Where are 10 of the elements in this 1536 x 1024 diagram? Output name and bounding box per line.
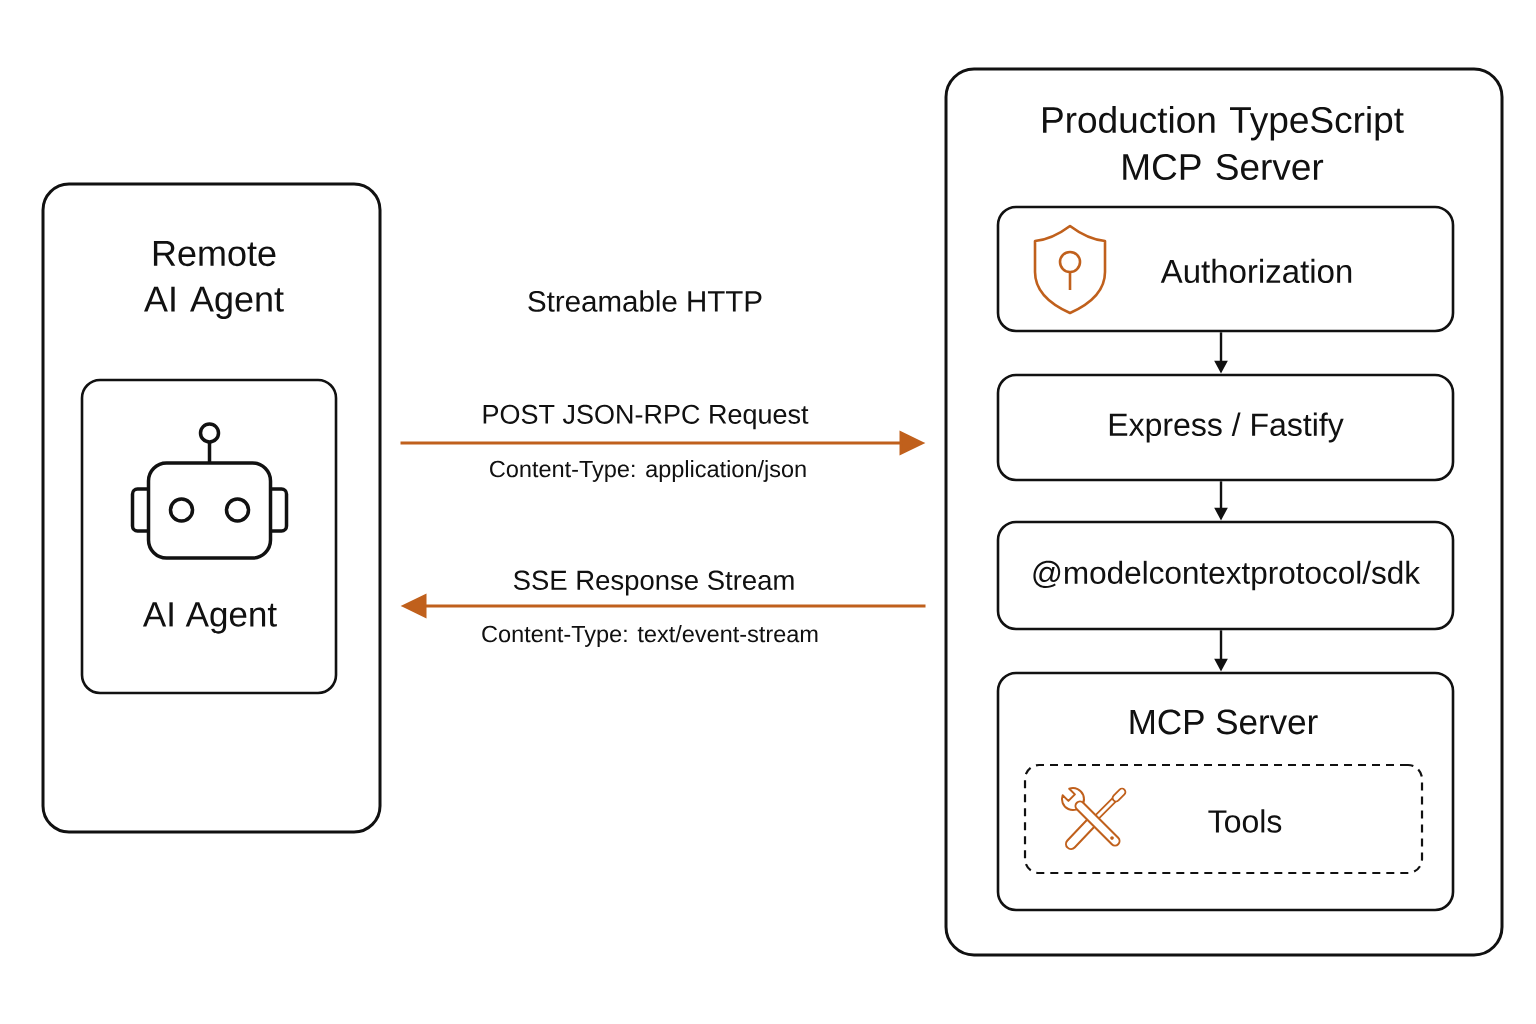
transport-label: Streamable HTTP [528, 290, 762, 312]
layer-box: Express / Fastify [996, 373, 1455, 482]
agent-card: AI Agent [80, 378, 338, 695]
dashed-box: Tools [1023, 763, 1424, 875]
edge-label: SSE Response Stream [510, 568, 798, 598]
layer-box: Authorization [996, 205, 1455, 333]
edge-label: POST JSON-RPC Request [479, 402, 811, 432]
layer-box: @modelcontextprotocol/sdk [996, 520, 1455, 631]
header-note: Content-Type: text/event-stream [482, 625, 818, 647]
header-note: Content-Type: application/json [490, 460, 806, 482]
